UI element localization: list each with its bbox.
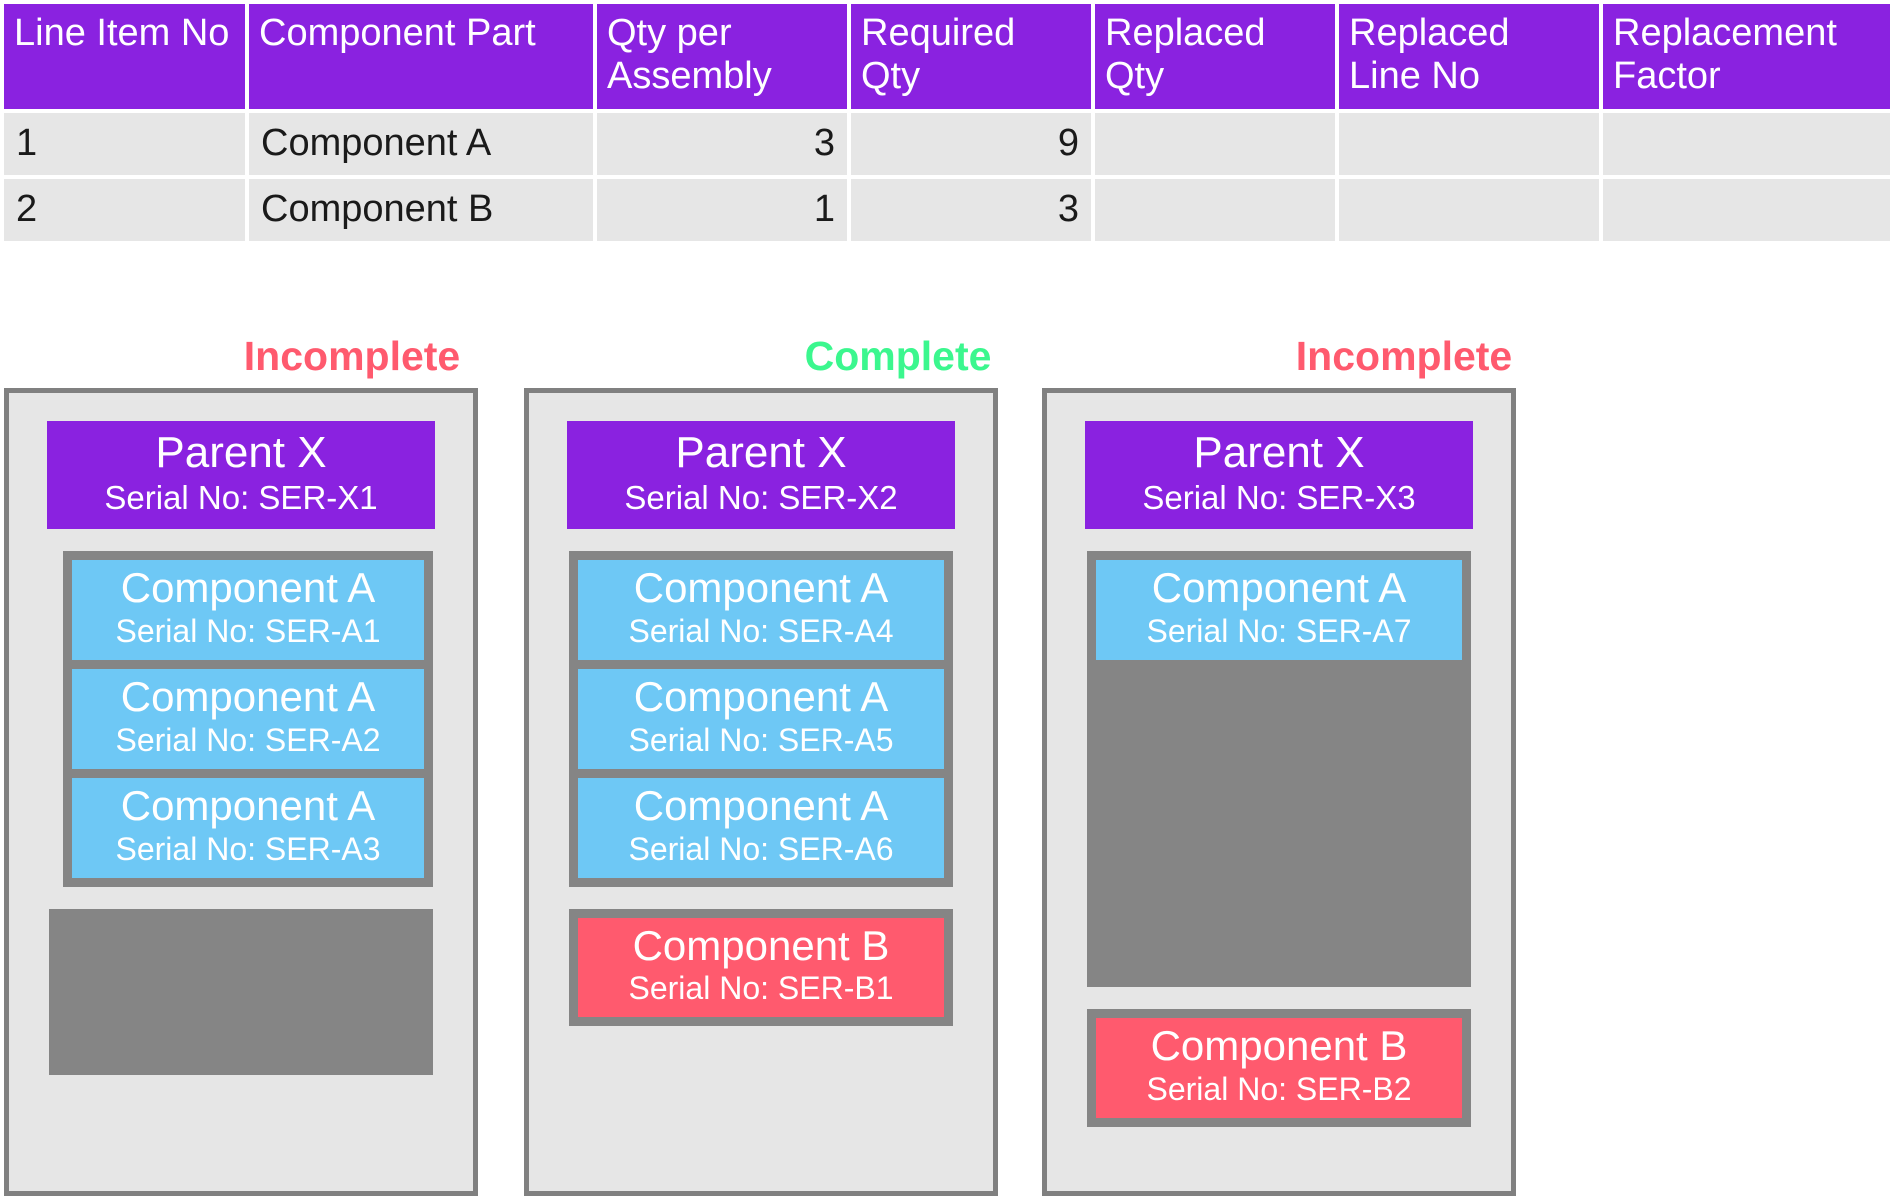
parent-serial: Serial No: SER-X1 [104,478,378,516]
parent-title: Parent X [155,428,327,477]
cell-replaced-line-no [1339,113,1599,176]
cell-required-qty: 9 [851,113,1091,176]
cell-required-qty: 3 [851,179,1091,242]
component-serial: Serial No: SER-A5 [628,721,894,758]
component-b-slot-group-3: Component B Serial No: SER-B2 [1087,1009,1471,1127]
table-row: 1 Component A 3 9 [4,113,1890,176]
table-header-row: Line Item No Component Part Qty per Asse… [4,4,1890,110]
assembly-boxes-area: Parent X Serial No: SER-X1 Component A S… [0,388,1890,1200]
cell-replaced-qty [1095,179,1335,242]
column-header-replacement-factor: Replacement Factor [1603,4,1890,110]
bom-table: Line Item No Component Part Qty per Asse… [0,0,1890,245]
column-header-required-qty: Required Qty [851,4,1091,110]
component-serial: Serial No: SER-A1 [115,612,381,649]
component-title: Component A [1151,564,1407,612]
cell-replaced-line-no [1339,179,1599,242]
component-title: Component A [633,564,889,612]
component-card-a3[interactable]: Component A Serial No: SER-A3 [72,777,424,878]
column-header-replaced-line-no: Replaced Line No [1339,4,1599,110]
component-a-slot-group-3: Component A Serial No: SER-A7 [1087,551,1471,988]
component-serial: Serial No: SER-A2 [115,721,381,758]
column-header-qty-per-assembly: Qty per Assembly [597,4,847,110]
parent-title: Parent X [675,428,847,477]
component-serial: Serial No: SER-B2 [1146,1070,1412,1107]
parent-serial: Serial No: SER-X3 [1142,478,1416,516]
group-spacer [23,887,459,909]
status-badge-assembly-3: Incomplete [1295,333,1513,379]
group-spacer [1061,987,1497,1009]
component-title: Component B [632,921,890,969]
cell-component-part: Component A [249,113,593,176]
cell-replaced-qty [1095,113,1335,176]
component-card-b1[interactable]: Component B Serial No: SER-B1 [578,917,944,1018]
component-serial: Serial No: SER-A3 [115,830,381,867]
cell-replacement-factor [1603,179,1890,242]
component-b-empty-slot-group-1 [49,908,433,1075]
component-card-a5[interactable]: Component A Serial No: SER-A5 [578,669,944,769]
status-badge-assembly-2: Complete [804,333,992,379]
cell-qty-per-assembly: 1 [597,179,847,242]
cell-line-item-no: 1 [4,113,245,176]
component-serial: Serial No: SER-A6 [628,830,894,867]
group-spacer [543,887,979,909]
column-header-line-item-no: Line Item No [4,4,245,110]
component-b-slot-group-2: Component B Serial No: SER-B1 [569,908,953,1027]
column-header-replaced-qty: Replaced Qty [1095,4,1335,110]
component-title: Component A [633,673,889,720]
cell-replacement-factor [1603,113,1890,176]
component-card-a2[interactable]: Component A Serial No: SER-A2 [72,669,424,769]
component-serial: Serial No: SER-A4 [628,612,894,649]
assembly-box-1[interactable]: Parent X Serial No: SER-X1 Component A S… [4,388,478,1196]
parent-card-3[interactable]: Parent X Serial No: SER-X3 [1085,421,1473,530]
component-card-a6[interactable]: Component A Serial No: SER-A6 [578,777,944,878]
parent-serial: Serial No: SER-X2 [624,478,898,516]
status-label-row: Incomplete Complete Incomplete [0,336,1890,384]
parent-title: Parent X [1193,428,1365,477]
table-row: 2 Component B 1 3 [4,179,1890,242]
cell-line-item-no: 2 [4,179,245,242]
component-card-a4[interactable]: Component A Serial No: SER-A4 [578,560,944,660]
component-card-a1[interactable]: Component A Serial No: SER-A1 [72,560,424,660]
component-title: Component A [120,781,376,829]
component-a-slot-group-1: Component A Serial No: SER-A1 Component … [63,551,433,887]
component-serial: Serial No: SER-B1 [628,970,894,1007]
cell-component-part: Component B [249,179,593,242]
parent-card-1[interactable]: Parent X Serial No: SER-X1 [47,421,435,530]
component-card-a7[interactable]: Component A Serial No: SER-A7 [1096,560,1462,660]
status-badge-assembly-1: Incomplete [243,333,461,379]
cell-qty-per-assembly: 3 [597,113,847,176]
component-title: Component A [633,781,889,829]
assembly-box-3[interactable]: Parent X Serial No: SER-X3 Component A S… [1042,388,1516,1196]
component-a-slot-group-2: Component A Serial No: SER-A4 Component … [569,551,953,887]
component-title: Component A [120,673,376,720]
column-header-component-part: Component Part [249,4,593,110]
component-title: Component B [1150,1022,1408,1070]
component-card-b2[interactable]: Component B Serial No: SER-B2 [1096,1018,1462,1118]
assembly-box-2[interactable]: Parent X Serial No: SER-X2 Component A S… [524,388,998,1196]
parent-card-2[interactable]: Parent X Serial No: SER-X2 [567,421,955,530]
component-serial: Serial No: SER-A7 [1146,612,1412,649]
component-title: Component A [120,564,376,612]
